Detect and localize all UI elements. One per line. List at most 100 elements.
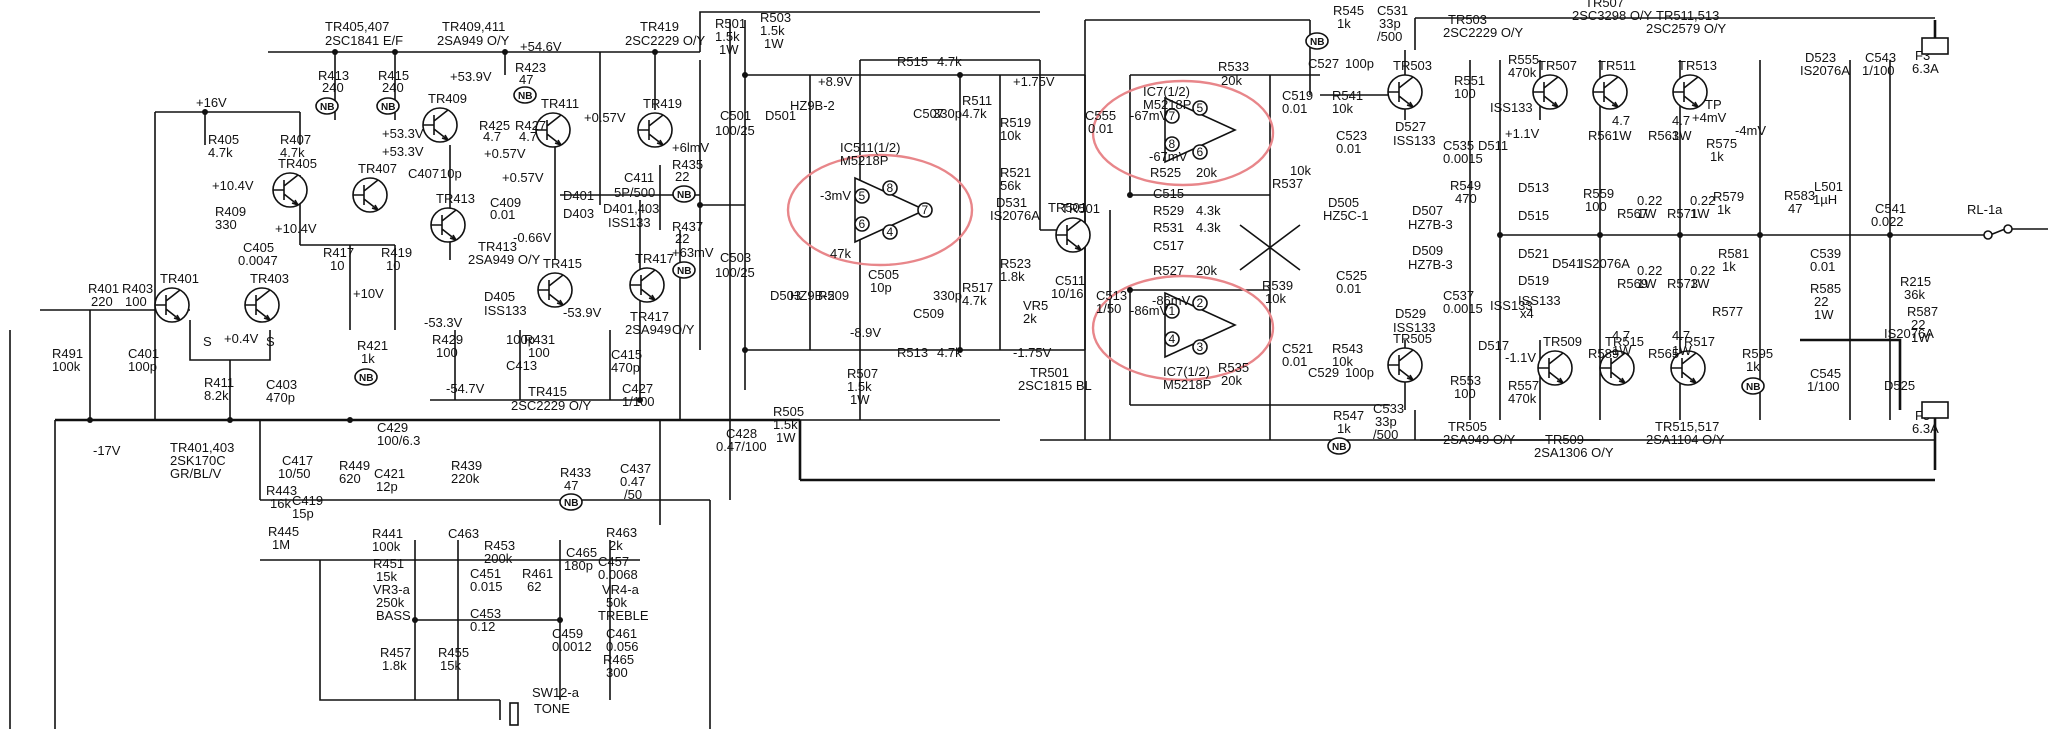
svg-text:NB: NB [677,266,691,277]
component-label: 100 [436,345,458,360]
component-label: 2SC3298 O/Y [1572,8,1653,23]
component-label: C415 [611,347,642,362]
component-label: 0.015 [470,579,503,594]
component-label: D509 [1412,243,1443,258]
component-label: R589 [1588,346,1619,361]
component-label: VR5 [1023,298,1048,313]
component-label: 1k [1337,16,1351,31]
junction-dots [87,49,1893,623]
component-label: R561 [1588,128,1619,143]
component-label: 100 [528,345,550,360]
component-label: 470p [611,360,640,375]
component-label: 1k [1722,259,1736,274]
opamp-pin: 5 [1197,101,1204,115]
highlight-circle [786,153,974,267]
transistor-tr419: TR419 [637,96,682,148]
component-label: 1.5k [773,417,798,432]
component-label: L501 [1814,179,1843,194]
component-label: M5218P [1163,377,1211,392]
component-label: R585 [1810,281,1841,296]
component-label: D507 [1412,203,1443,218]
opamp-pin: 7 [922,203,929,217]
component-label: -53.3V [424,315,463,330]
transistor-label: TR415 [543,256,582,271]
component-label: R517 [962,280,993,295]
component-label: R455 [438,645,469,660]
component-label: 4.7 [1672,113,1690,128]
component-label: R553 [1450,373,1481,388]
component-label: M5218P [840,153,888,168]
component-label: 6.3A [1912,421,1939,436]
component-label: ISS133 [1490,100,1533,115]
component-label: -8.9V [850,325,881,340]
fuse-f5-icon [1921,401,1949,419]
component-label: C457 [598,554,629,569]
component-label: 1.5k [715,29,740,44]
component-label: 4.7k [208,145,233,160]
nb-badge: NB [672,185,696,203]
opamp-voltage: -67mV [1130,108,1169,123]
component-label: 1W [1690,276,1710,291]
component-label: R215 [1900,274,1931,289]
component-label: VR3-a [373,582,411,597]
component-label: BASS [376,608,411,623]
component-label: R415 [378,68,409,83]
component-label: D541 [1552,256,1583,271]
component-label: /500 [1377,29,1402,44]
transistor-label: TR401 [160,271,199,286]
component-label: +4mV [1692,110,1727,125]
highlight-circle [1091,79,1275,187]
transistor-tr415: TR415 [537,256,582,308]
component-label: 0.056 [606,639,639,654]
component-label: D515 [1518,208,1549,223]
component-label: D529 [1395,306,1426,321]
component-label: 1W [1672,128,1692,143]
component-label: 1k [1337,421,1351,436]
component-label: R581 [1718,246,1749,261]
component-label: C427 [622,381,653,396]
transistor-tr507: TR507 [1532,58,1577,110]
component-label: -0.66V [513,230,552,245]
component-label: -1.75V [1013,345,1052,360]
transistor-label: TR509 [1543,334,1582,349]
component-label: C409 [490,195,521,210]
component-label: 10p [440,166,462,181]
component-label: 1/50 [1096,301,1121,316]
component-label: R505 [773,404,804,419]
component-label: 2SA949 O/Y [437,33,510,48]
component-label: S [203,334,212,349]
component-label: 33p [1379,16,1401,31]
component-label: R519 [1000,115,1031,130]
component-label: TR501 [1048,200,1087,215]
component-label: R557 [1508,378,1539,393]
nb-badge: NB [315,97,339,115]
nb-badge: NB [1327,437,1351,455]
component-label: TREBLE [598,608,649,623]
component-label: +10.4V [275,221,317,236]
component-label: 330 [215,217,237,232]
component-label: 22 [1911,317,1925,332]
component-label: D403 [563,206,594,221]
component-label: +10V [353,286,384,301]
component-label: 0.01 [1810,259,1835,274]
nb-badge: NB [354,368,378,386]
component-label: R419 [381,245,412,260]
component-label: 1W [1612,128,1632,143]
component-label: R523 [1000,256,1031,271]
component-label: R525 [1150,165,1181,180]
transistor-label: TR411 [541,96,579,111]
component-label: R405 [208,132,239,147]
transistor-label: TR511 [1598,58,1636,73]
nb-badge: NB [376,97,400,115]
component-label: R421 [357,338,388,353]
component-label: 4.7 [1612,328,1630,343]
component-label: R537 [1272,176,1303,191]
component-label: C461 [606,626,637,641]
component-label: R541 [1332,88,1363,103]
component-label: R411 [204,375,234,390]
component-label: 100p [506,332,535,347]
transistor-tr517: TR517 [1670,334,1715,386]
component-label: C411 [624,170,654,185]
